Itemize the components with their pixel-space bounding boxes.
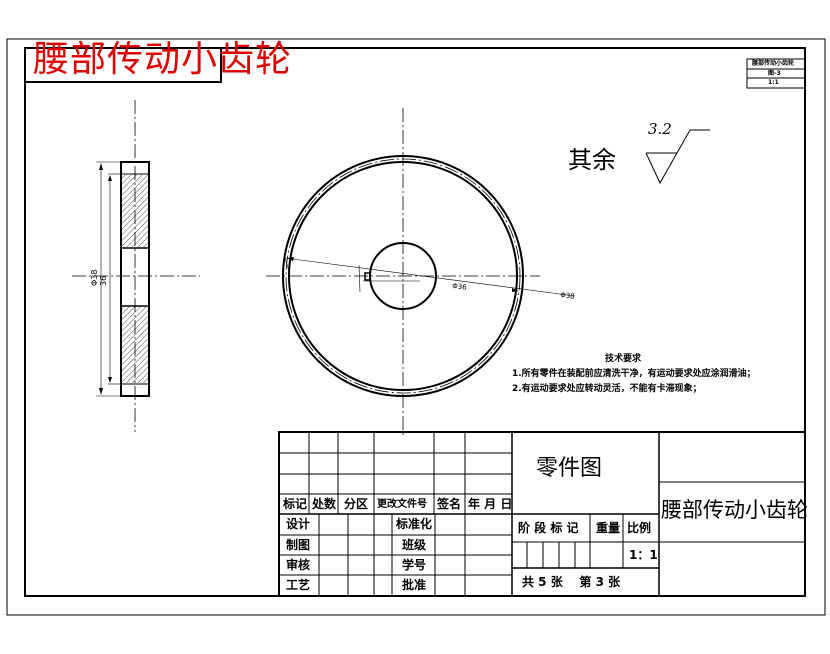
tb-sheets: 共 5 张 第 3 张: [522, 575, 621, 589]
title-block-lines: [278, 431, 806, 597]
tb-drawing-type: 零件图: [536, 456, 603, 481]
hatch-lower: [122, 307, 148, 383]
tb-stage-mark: 阶 段 标 记: [518, 521, 579, 535]
gear-front-view: [266, 108, 576, 436]
tech-notes-line1: 1.所有零件在装配前应清洗干净，有运动要求处应涂润滑油；: [512, 369, 756, 379]
hatch-upper: [122, 175, 148, 247]
title-box: [24, 47, 222, 83]
tb-weight: 重量: [596, 521, 621, 535]
corner-box: [746, 58, 806, 89]
corner-box-name: 腰部传动小齿轮: [752, 60, 795, 67]
gear-side-view: [72, 100, 200, 432]
drawing-title-red: 腰部传动小齿轮: [33, 39, 293, 80]
tb-standard: 标准化: [396, 517, 433, 531]
tb-header-sign: 签名: [437, 497, 462, 511]
roughness-value: 3.2: [648, 120, 672, 138]
roughness-symbol: [645, 129, 710, 185]
dim-dia-large: Φ38: [90, 270, 99, 286]
tb-scale-label: 比例: [627, 521, 652, 535]
tb-process: 工艺: [286, 578, 311, 592]
tb-student-id: 学号: [402, 558, 427, 572]
outer-frame: [6, 38, 826, 616]
tb-header-mark: 标记: [283, 497, 308, 511]
dim-dia-outer: Φ36: [452, 282, 468, 292]
tb-drawn: 制图: [286, 538, 311, 552]
tech-notes-heading: 技术要求: [605, 354, 642, 364]
tb-header-date: 年 月 日: [468, 497, 513, 511]
corner-box-scale: 1:1: [768, 79, 779, 86]
dim-face-width: 36: [99, 276, 108, 286]
tb-design: 设计: [286, 517, 311, 531]
roughness-label: 其余: [568, 146, 616, 174]
tb-approve: 批准: [402, 578, 427, 592]
tb-check: 审核: [286, 558, 311, 572]
dim-dia-outer-2: Φ38: [560, 291, 575, 301]
tb-header-change-doc: 更改文件号: [377, 499, 427, 510]
tb-header-zone: 分区: [344, 497, 369, 511]
tb-header-count: 处数: [312, 497, 337, 511]
corner-box-sheet: 图-3: [768, 70, 781, 77]
tech-notes-line2: 2.有运动要求处应转动灵活，不能有卡滞现象；: [512, 384, 702, 394]
tb-part-name: 腰部传动小齿轮: [661, 498, 808, 522]
tb-scale-value: 1：1: [629, 548, 658, 562]
tb-class: 班级: [402, 538, 427, 552]
